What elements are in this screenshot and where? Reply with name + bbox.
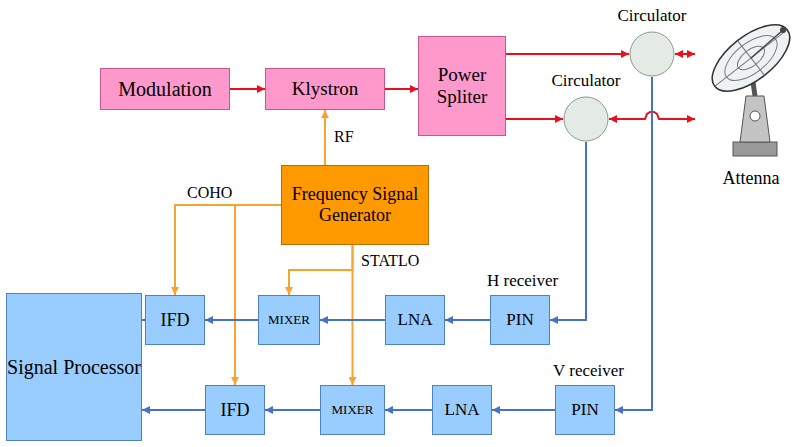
receive-line (615, 77, 652, 410)
box-text: Frequency Signal Generator (282, 184, 428, 225)
edge-label: RF (333, 128, 355, 146)
signal-arrow (230, 88, 265, 90)
node-label: Signal Processor (7, 356, 141, 379)
generator-box: Frequency Signal Generator (281, 165, 429, 245)
circulator-node: Circulator (536, 70, 636, 144)
receive-line (205, 319, 258, 321)
node-label: LNA (398, 310, 433, 330)
receive-line (385, 409, 432, 411)
node-label: LNA (445, 400, 480, 420)
reference-line (175, 205, 281, 295)
reference-line (352, 245, 354, 385)
node-label: PIN (506, 310, 533, 330)
node-label: Modulation (118, 78, 211, 101)
box-text: Modulation (118, 78, 211, 101)
signal-label: H receiver (486, 272, 559, 291)
circulator-symbol (629, 31, 675, 77)
process-box: Power Spliter (418, 36, 506, 136)
receiver-box: MIXER (320, 385, 385, 435)
signal-label: V receiver (552, 362, 625, 381)
antenna-node: Attenna (695, 12, 807, 192)
node-label: MIXER (332, 403, 374, 418)
receive-line (550, 142, 586, 320)
node-label: MIXER (268, 313, 310, 328)
receiver-box: PIN (490, 295, 550, 345)
receive-line (320, 319, 385, 321)
receiver-box: MIXER (258, 295, 320, 345)
node-label: Attenna (723, 168, 780, 189)
box-text: IFD (160, 310, 189, 331)
node-label: Frequency Signal Generator (282, 184, 428, 225)
box-text: LNA (398, 310, 433, 330)
receiver-box: LNA (432, 385, 492, 435)
antenna-illustration (695, 12, 807, 162)
box-text: Signal Processor (7, 356, 141, 379)
process-box: Klystron (265, 68, 385, 110)
node-heading: Circulator (552, 70, 621, 92)
box-text: PIN (571, 400, 598, 420)
box-text: Power Spliter (419, 64, 505, 108)
node-heading: Circulator (618, 5, 687, 27)
box-text: MIXER (268, 313, 310, 328)
receiver-box: PIN (555, 385, 615, 435)
signal-label: STATLO (360, 252, 420, 270)
box-text: PIN (506, 310, 533, 330)
receiver-box: IFD (145, 295, 205, 345)
node-label: PIN (571, 400, 598, 420)
receiver-box: IFD (205, 385, 265, 435)
circulator-node: Circulator (602, 5, 702, 79)
receive-line (492, 409, 555, 411)
signal-arrow (506, 53, 629, 55)
signal-label: COHO (186, 184, 233, 202)
box-text: LNA (445, 400, 480, 420)
receiver-box: LNA (385, 295, 445, 345)
signal-arrow (675, 53, 695, 55)
processor-box: Signal Processor (6, 293, 142, 441)
receive-line (265, 409, 320, 411)
node-label: Klystron (292, 78, 359, 100)
reference-line (289, 245, 353, 295)
signal-arrow (506, 118, 563, 120)
reference-line (324, 110, 326, 165)
node-label: Power Spliter (419, 64, 505, 108)
box-text: Klystron (292, 78, 359, 100)
node-label: IFD (220, 400, 249, 421)
receive-line (142, 409, 205, 411)
box-text: MIXER (332, 403, 374, 418)
signal-arrow (385, 88, 418, 90)
box-text: IFD (220, 400, 249, 421)
circulator-symbol (563, 96, 609, 142)
receive-line (445, 319, 490, 321)
process-box: Modulation (100, 68, 230, 110)
node-label: IFD (160, 310, 189, 331)
